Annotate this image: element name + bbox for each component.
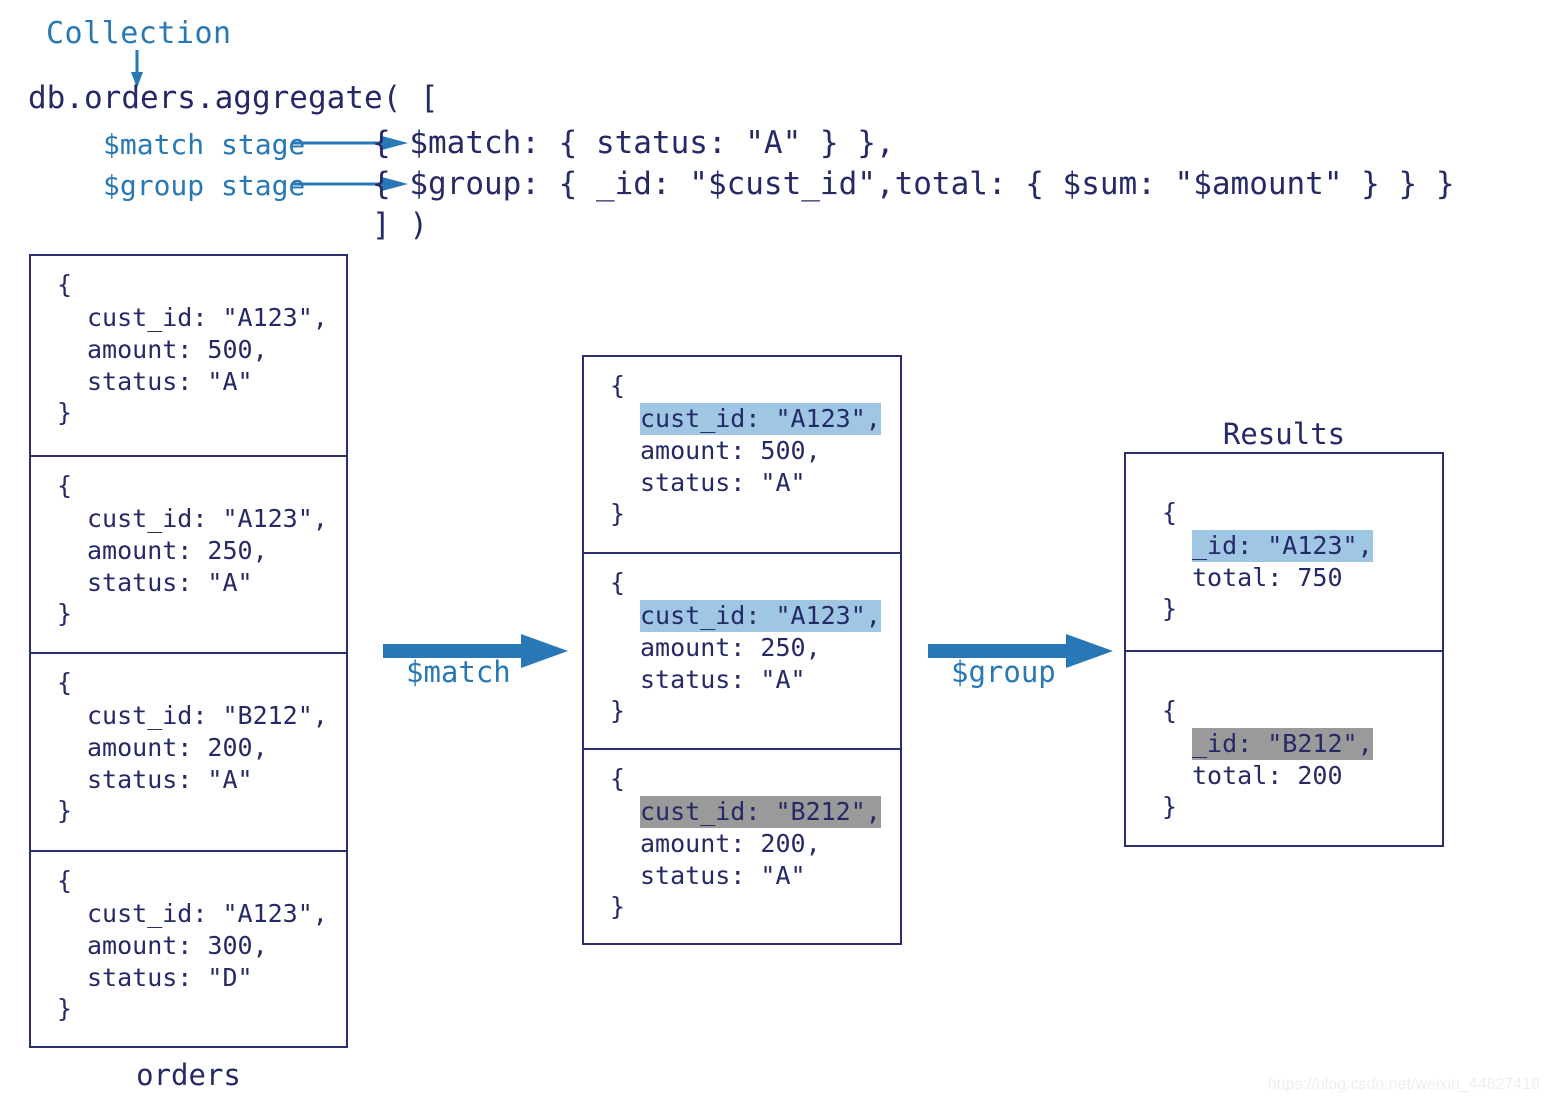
brace-open: {	[57, 270, 73, 299]
field-cust-id: cust_id: "B212",	[87, 701, 328, 730]
brace-close: }	[610, 499, 626, 528]
document-cell: { cust_id: "A123", amount: 500, status: …	[584, 357, 900, 554]
group-arrow-label: $group	[951, 655, 1056, 689]
document-cell: { cust_id: "A123", amount: 250, status: …	[584, 554, 900, 750]
brace-close: }	[57, 796, 73, 825]
document-cell: { cust_id: "A123", amount: 300, status: …	[31, 852, 346, 1046]
brace-close: }	[57, 398, 73, 427]
result-cell: { _id: "B212", total: 200 }	[1126, 652, 1442, 845]
brace-open: {	[57, 866, 73, 895]
document-cell: { cust_id: "A123", amount: 250, status: …	[31, 457, 346, 654]
field-amount: amount: 500,	[87, 335, 268, 364]
collection-label: Collection	[46, 16, 232, 51]
field-status: status: "A"	[640, 861, 806, 890]
field-status: status: "A"	[87, 568, 253, 597]
field-id-highlighted: _id: "A123",	[1192, 530, 1373, 562]
field-cust-id: cust_id: "A123",	[87, 899, 328, 928]
field-amount: amount: 250,	[640, 633, 821, 662]
orders-collection-box: { cust_id: "A123", amount: 500, status: …	[29, 254, 348, 1048]
results-caption: Results	[1222, 417, 1346, 451]
document-fields: cust_id: "B212", amount: 200, status: "A…	[87, 700, 328, 796]
brace-close: }	[610, 892, 626, 921]
brace-close: }	[57, 599, 73, 628]
document-fields: cust_id: "A123", amount: 500, status: "A…	[640, 403, 881, 499]
document-cell: { cust_id: "B212", amount: 200, status: …	[31, 654, 346, 852]
document-fields: cust_id: "A123", amount: 250, status: "A…	[640, 600, 881, 696]
code-line-aggregate-open: db.orders.aggregate( [	[28, 80, 439, 116]
document-fields: cust_id: "B212", amount: 200, status: "A…	[640, 796, 881, 892]
field-amount: amount: 250,	[87, 536, 268, 565]
field-total: total: 750	[1192, 563, 1343, 592]
field-status: status: "A"	[640, 665, 806, 694]
field-amount: amount: 300,	[87, 931, 268, 960]
brace-close: }	[610, 696, 626, 725]
code-line-aggregate-close: ] )	[372, 207, 428, 243]
field-id-highlighted: _id: "B212",	[1192, 728, 1373, 760]
brace-open: {	[610, 764, 626, 793]
field-cust-id: cust_id: "A123",	[87, 303, 328, 332]
brace-open: {	[610, 371, 626, 400]
brace-open: {	[610, 568, 626, 597]
field-cust-id: cust_id: "A123",	[87, 504, 328, 533]
code-line-match-stage: { $match: { status: "A" } },	[372, 125, 895, 161]
brace-open: {	[1162, 498, 1178, 527]
field-amount: amount: 500,	[640, 436, 821, 465]
field-status: status: "A"	[87, 765, 253, 794]
field-total: total: 200	[1192, 761, 1343, 790]
results-box: { _id: "A123", total: 750 } { _id: "B212…	[1124, 452, 1444, 847]
collection-down-arrow-icon	[131, 50, 143, 88]
field-cust-id-highlighted: cust_id: "B212",	[640, 796, 881, 828]
field-status: status: "A"	[87, 367, 253, 396]
brace-close: }	[1162, 594, 1178, 623]
field-amount: amount: 200,	[640, 829, 821, 858]
document-fields: cust_id: "A123", amount: 300, status: "D…	[87, 898, 328, 994]
brace-open: {	[57, 668, 73, 697]
result-fields: _id: "B212", total: 200	[1192, 728, 1373, 792]
field-cust-id-highlighted: cust_id: "A123",	[640, 600, 881, 632]
brace-open: {	[1162, 696, 1178, 725]
code-line-group-stage: { $group: { _id: "$cust_id",total: { $su…	[372, 166, 1455, 202]
document-fields: cust_id: "A123", amount: 500, status: "A…	[87, 302, 328, 398]
brace-close: }	[1162, 792, 1178, 821]
group-pipeline-arrow-icon	[928, 634, 1113, 668]
match-arrow-label: $match	[406, 655, 511, 689]
group-stage-pointer-arrow-icon	[292, 177, 408, 191]
match-pipeline-arrow-icon	[383, 634, 568, 668]
brace-close: }	[57, 994, 73, 1023]
brace-open: {	[57, 471, 73, 500]
field-cust-id-highlighted: cust_id: "A123",	[640, 403, 881, 435]
document-cell: { cust_id: "B212", amount: 200, status: …	[584, 750, 900, 943]
document-fields: cust_id: "A123", amount: 250, status: "A…	[87, 503, 328, 599]
orders-caption: orders	[136, 1058, 241, 1092]
field-status: status: "A"	[640, 468, 806, 497]
match-stage-pointer-arrow-icon	[292, 136, 408, 150]
result-fields: _id: "A123", total: 750	[1192, 530, 1373, 594]
field-amount: amount: 200,	[87, 733, 268, 762]
watermark: https://blog.csdn.net/weixin_44827418	[1267, 1076, 1540, 1093]
stage-label-match: $match stage	[103, 128, 306, 161]
field-status: status: "D"	[87, 963, 253, 992]
stage-label-group: $group stage	[103, 169, 306, 202]
result-cell: { _id: "A123", total: 750 }	[1126, 454, 1442, 652]
matched-documents-box: { cust_id: "A123", amount: 500, status: …	[582, 355, 902, 945]
document-cell: { cust_id: "A123", amount: 500, status: …	[31, 256, 346, 457]
